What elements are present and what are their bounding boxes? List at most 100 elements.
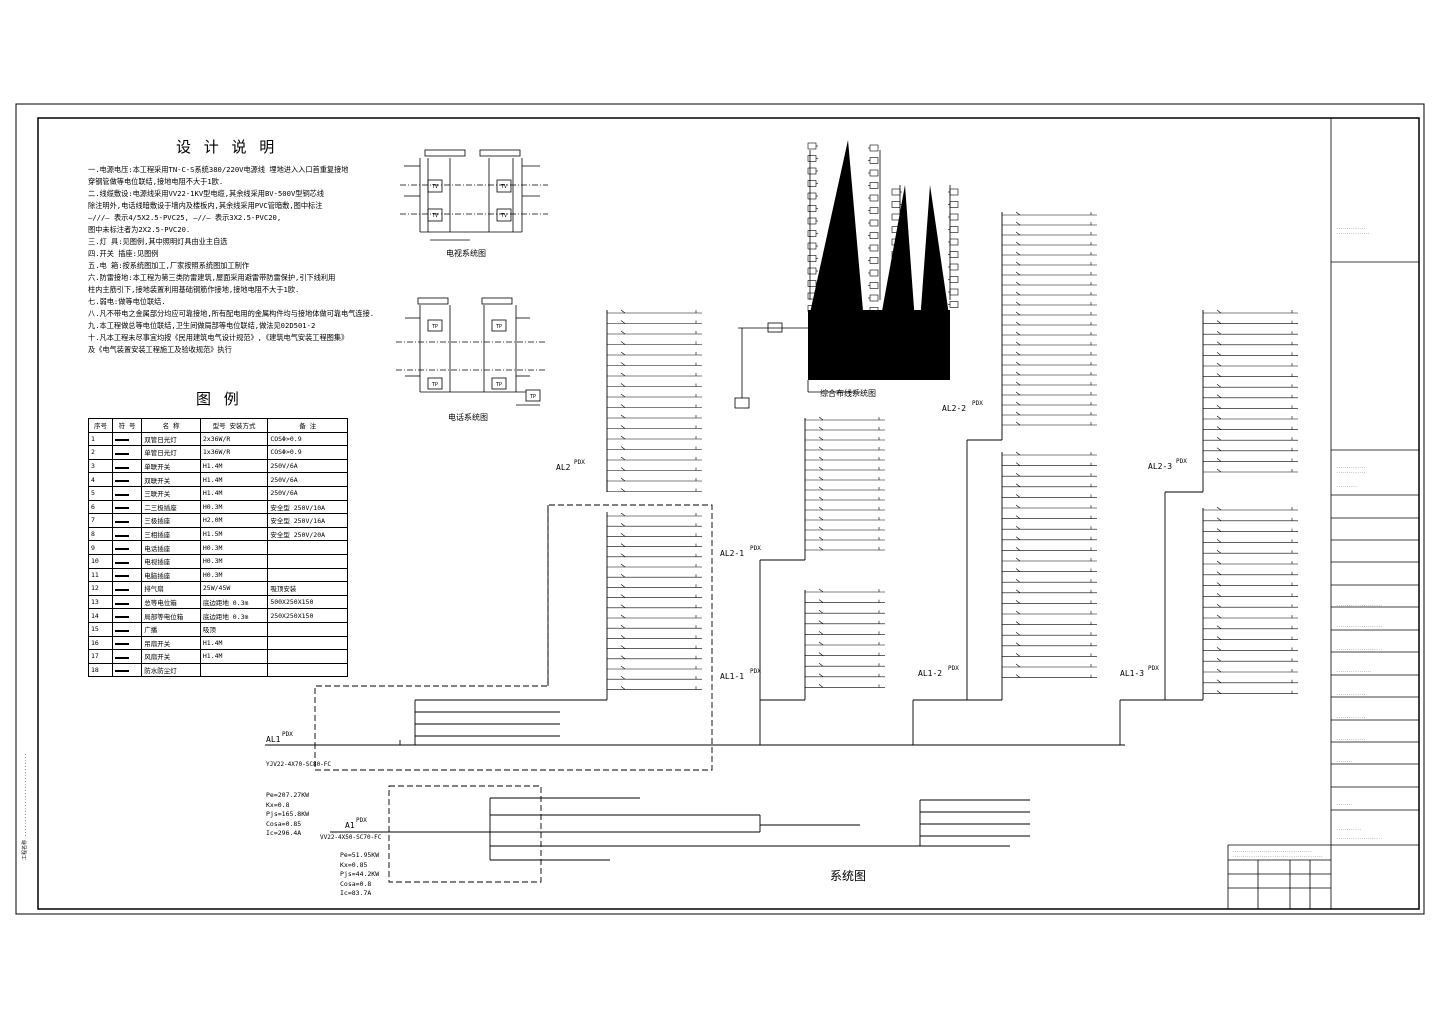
breaker-mark [1015, 301, 1021, 306]
svg-text:TP: TP [496, 382, 502, 388]
panel-al2-1-type: PDX [750, 545, 761, 552]
breaker-mark [1216, 582, 1222, 586]
breaker-mark [818, 426, 824, 431]
breaker-mark [620, 488, 626, 492]
note-line: 三.灯 具:见图例,其中照明灯具由业主自选 [88, 237, 228, 246]
legend-cell: 5 [88, 485, 113, 501]
legend-cell: 4 [88, 472, 113, 487]
breaker-mark [1015, 331, 1021, 336]
legend-cell [199, 662, 269, 678]
panel-al1-2-type: PDX [948, 665, 959, 672]
outlet-mark [869, 219, 879, 227]
breaker-mark [1015, 631, 1021, 636]
breaker-mark [818, 476, 824, 481]
legend-symbol-icon [115, 434, 129, 442]
legend-header-cell: 序号 [88, 418, 113, 433]
breaker-mark [620, 435, 626, 440]
outlet-mark [949, 213, 959, 221]
legend-cell: 总等电位箱 [141, 594, 201, 610]
outlet-mark [869, 269, 879, 277]
breaker-mark [1015, 251, 1021, 256]
legend-cell: 9 [88, 540, 113, 555]
breaker-mark [1216, 603, 1222, 608]
legend-cell: 17 [88, 649, 113, 664]
legend-cell: 排气扇 [141, 581, 201, 596]
legend-cell [267, 553, 348, 569]
legend-cell: 10 [88, 553, 113, 569]
legend-cell: 安全型 250V/10A [267, 499, 348, 515]
panel-al1-1: AL1-1 [720, 672, 745, 681]
breaker-mark [1015, 515, 1021, 519]
svg-text:.................: ................. [1336, 669, 1372, 673]
breaker-mark [818, 496, 824, 501]
legend-cell [267, 649, 348, 664]
note-line: 一.电源电压:本工程采用TN-C-S系统380/220V电源线 埋地进入入口首重… [88, 165, 349, 174]
svg-text:..............: .............. [1336, 715, 1366, 719]
breaker-mark [1216, 436, 1222, 441]
breaker-mark [1015, 663, 1021, 668]
legend-symbol-cell [111, 594, 143, 610]
legend-cell: 风扇开关 [141, 649, 201, 664]
legend-symbol-icon [115, 665, 129, 673]
breaker-mark [1216, 517, 1222, 522]
legend-cell: 11 [88, 567, 113, 583]
breaker-mark [818, 546, 824, 551]
breaker-mark [620, 563, 626, 568]
breaker-mark [1015, 391, 1021, 396]
legend-symbol-icon [115, 462, 129, 469]
breaker-mark [1216, 373, 1222, 377]
legend-symbol-cell [111, 581, 143, 596]
breaker-mark [1216, 426, 1222, 430]
breaker-mark [1216, 468, 1222, 473]
legend-cell: H1.4M [199, 458, 269, 474]
breaker-mark [1015, 231, 1021, 236]
legend-header-cell: 备 注 [267, 418, 348, 433]
breaker-mark [818, 516, 824, 521]
outer-border [15, 103, 1425, 915]
breaker-mark [620, 456, 626, 461]
legend-symbol-cell [111, 662, 143, 678]
breaker-mark [818, 506, 824, 511]
legend-symbol-icon [115, 611, 129, 619]
legend-cell: 2x36W/R [199, 431, 269, 447]
svg-text:................: ................ [1336, 231, 1370, 235]
breaker-mark [818, 662, 824, 667]
legend-cell: 安全型 250V/20A [267, 526, 348, 542]
breaker-mark [1015, 483, 1021, 488]
breaker-mark [1015, 621, 1021, 625]
calc-line: Ic=83.7A [340, 889, 372, 897]
outlet-mark [949, 263, 959, 271]
breaker-mark [1216, 309, 1222, 314]
breaker-mark [620, 624, 626, 629]
svg-text:TP: TP [496, 324, 502, 330]
breaker-mark [1216, 593, 1222, 597]
legend-cell: 底边距地 0.3m [199, 608, 269, 623]
panel-al2-type: PDX [574, 459, 585, 466]
legend-cell: H0.3M [199, 553, 269, 569]
breaker-mark [620, 467, 626, 471]
svg-text:..............: .............. [1336, 470, 1366, 474]
breaker-mark [620, 512, 626, 517]
outlet-mark [807, 205, 817, 212]
breaker-mark [620, 351, 626, 356]
cabling-system-title: 综合布线系统图 [820, 389, 876, 398]
legend-cell: 15 [88, 621, 113, 637]
breaker-mark [620, 393, 626, 398]
title-block [1227, 118, 1419, 909]
breaker-mark [1015, 674, 1021, 678]
legend-cell: COSΦ>0.9 [267, 445, 348, 460]
legend-cell: 2 [88, 445, 113, 460]
breaker-mark [818, 599, 824, 603]
breaker-mark [1015, 241, 1021, 246]
breaker-mark [1015, 568, 1021, 572]
legend-cell [267, 635, 348, 651]
note-line: 六.防雷接地:本工程为第三类防雷建筑,屋面采用避雷带防雷保护,引下线利用 [88, 273, 336, 282]
breaker-mark [1015, 504, 1021, 509]
panel-al1: AL1 [266, 735, 281, 744]
breaker-mark [1015, 472, 1021, 477]
legend-cell: 12 [88, 581, 113, 596]
breaker-mark [1216, 560, 1222, 565]
